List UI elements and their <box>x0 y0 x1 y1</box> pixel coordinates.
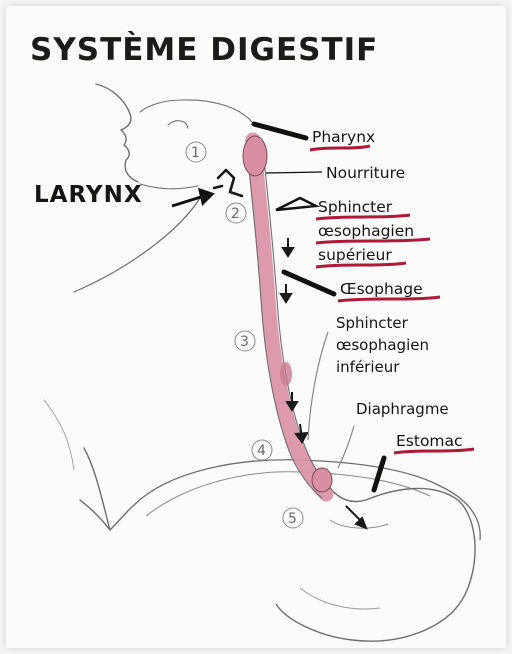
larynx-arrow <box>172 190 212 206</box>
nourriture-label: Nourriture <box>326 164 405 182</box>
step-1-number: 1 <box>191 145 200 161</box>
pharynx-underline <box>310 146 370 150</box>
stomach-fold-lower <box>300 588 380 609</box>
larynx-structure <box>214 170 242 196</box>
diaphragme-pointer <box>338 426 354 468</box>
diagram-title: SYSTÈME DIGESTIF <box>30 32 378 68</box>
lower-sphincter-bolus <box>312 468 332 492</box>
step-2-number: 2 <box>231 206 240 222</box>
step-4-number: 4 <box>257 443 266 459</box>
diaphragme-label: Diaphragme <box>356 400 449 418</box>
pharynx-label: Pharynx <box>312 128 375 146</box>
food-bolus <box>243 136 267 176</box>
pharynx-pointer <box>254 124 306 138</box>
oesophage-pointer <box>284 272 334 294</box>
body-outline <box>44 84 252 530</box>
sphincter-inf-line-1: Sphincter <box>336 314 409 332</box>
oesophage-label: Œsophage <box>340 280 423 298</box>
sphincter-inf-line-3: inférieur <box>336 358 400 376</box>
sphincter-sup-line-1: Sphincter <box>318 198 393 216</box>
step-5-number: 5 <box>288 511 297 527</box>
stomach-outline <box>276 488 475 641</box>
sphincter-sup-pointer <box>276 198 316 210</box>
sphincter-inf-pointer <box>308 332 328 440</box>
estomac-pointer <box>374 458 384 490</box>
esophagus-bolus <box>280 362 292 386</box>
step-3-number: 3 <box>240 334 249 350</box>
sphincter-inf-line-2: œsophagien <box>336 336 429 354</box>
nourriture-pointer <box>266 172 322 173</box>
larynx-label: LARYNX <box>34 182 143 208</box>
sphincter-sup-line-2: œsophagien <box>318 222 414 240</box>
sphincter-sup-line-3: supérieur <box>318 246 392 264</box>
estomac-label: Estomac <box>396 432 463 450</box>
